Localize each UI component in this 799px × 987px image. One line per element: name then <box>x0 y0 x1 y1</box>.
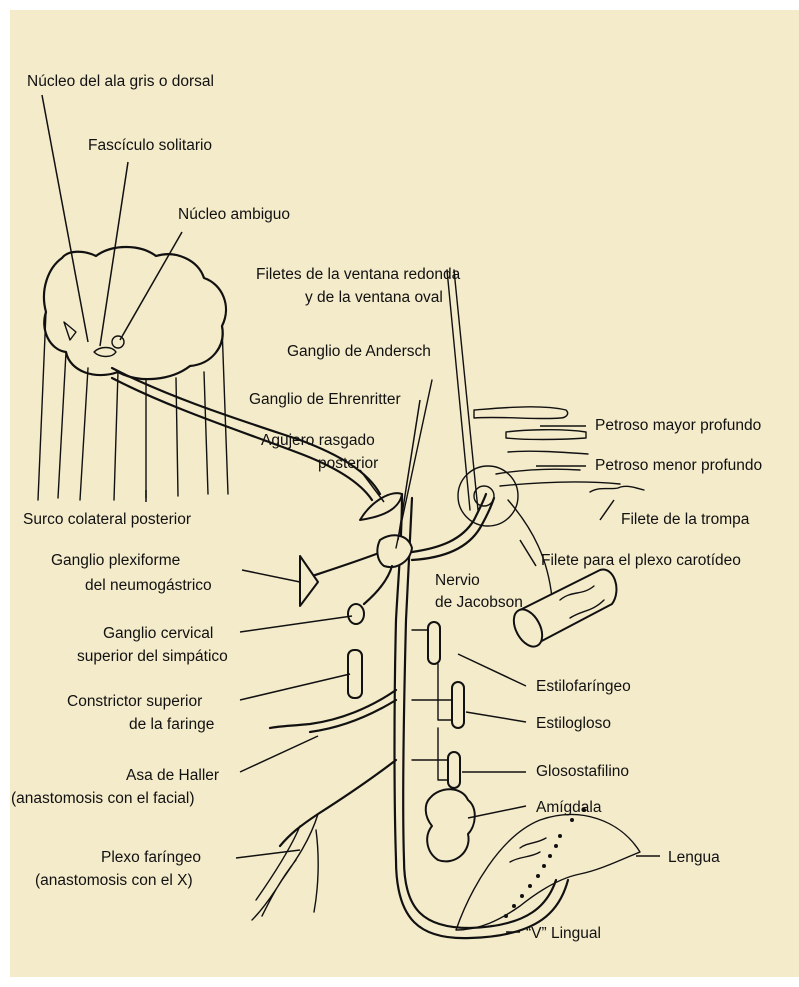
label-estilofaringeo: Estilofaríngeo <box>536 678 631 695</box>
label-plexo-faringeo-2: (anastomosis con el X) <box>35 872 193 889</box>
carotid-artery <box>508 570 616 652</box>
label-v-lingual: “V” Lingual <box>526 925 601 942</box>
label-asa-haller-2: (anastomosis con el facial) <box>11 790 195 807</box>
tympanic-plexus <box>458 407 644 598</box>
label-petroso-mayor: Petroso mayor profundo <box>595 417 761 434</box>
label-plexo-faringeo-1: Plexo faríngeo <box>101 849 201 866</box>
label-filetes-ventana-2: y de la ventana oval <box>305 289 443 306</box>
label-ganglio-ehrenritter: Ganglio de Ehrenritter <box>249 391 401 408</box>
label-filete-trompa: Filete de la trompa <box>621 511 750 528</box>
label-ganglio-cervical-2: superior del simpático <box>77 648 228 665</box>
label-constrictor-2: de la faringe <box>129 716 214 733</box>
label-amigdala: Amígdala <box>536 799 602 816</box>
label-petroso-menor: Petroso menor profundo <box>595 457 762 474</box>
label-ganglio-plexiforme-2: del neumogástrico <box>85 577 212 594</box>
label-nervio-jacobson-1: Nervio <box>435 572 480 589</box>
label-nucleo-ala-gris: Núcleo del ala gris o dorsal <box>27 73 214 90</box>
label-estilogloso: Estilogloso <box>536 715 611 732</box>
label-filetes-ventana-1: Filetes de la ventana redonda <box>256 266 461 283</box>
label-fasciculo-solitario: Fascículo solitario <box>88 137 212 154</box>
label-nucleo-ambiguo: Núcleo ambiguo <box>178 206 290 223</box>
label-glosostafilino: Glosostafilino <box>536 763 629 780</box>
label-constrictor-1: Constrictor superior <box>67 693 202 710</box>
label-nervio-jacobson-2: de Jacobson <box>435 594 523 611</box>
label-filete-plexo-carotideo: Filete para el plexo carotídeo <box>541 552 741 569</box>
label-ganglio-andersch: Ganglio de Andersch <box>287 343 431 360</box>
label-agujero-rasgado-2: posterior <box>318 455 378 472</box>
label-surco-colateral: Surco colateral posterior <box>23 511 191 528</box>
label-asa-haller-1: Asa de Haller <box>126 767 219 784</box>
label-ganglio-cervical-1: Ganglio cervical <box>103 625 213 642</box>
medulla-illustration <box>38 247 228 500</box>
label-agujero-rasgado-1: Agujero rasgado <box>261 432 375 449</box>
label-ganglio-plexiforme-1: Ganglio plexiforme <box>51 552 180 569</box>
label-lengua: Lengua <box>668 849 720 866</box>
